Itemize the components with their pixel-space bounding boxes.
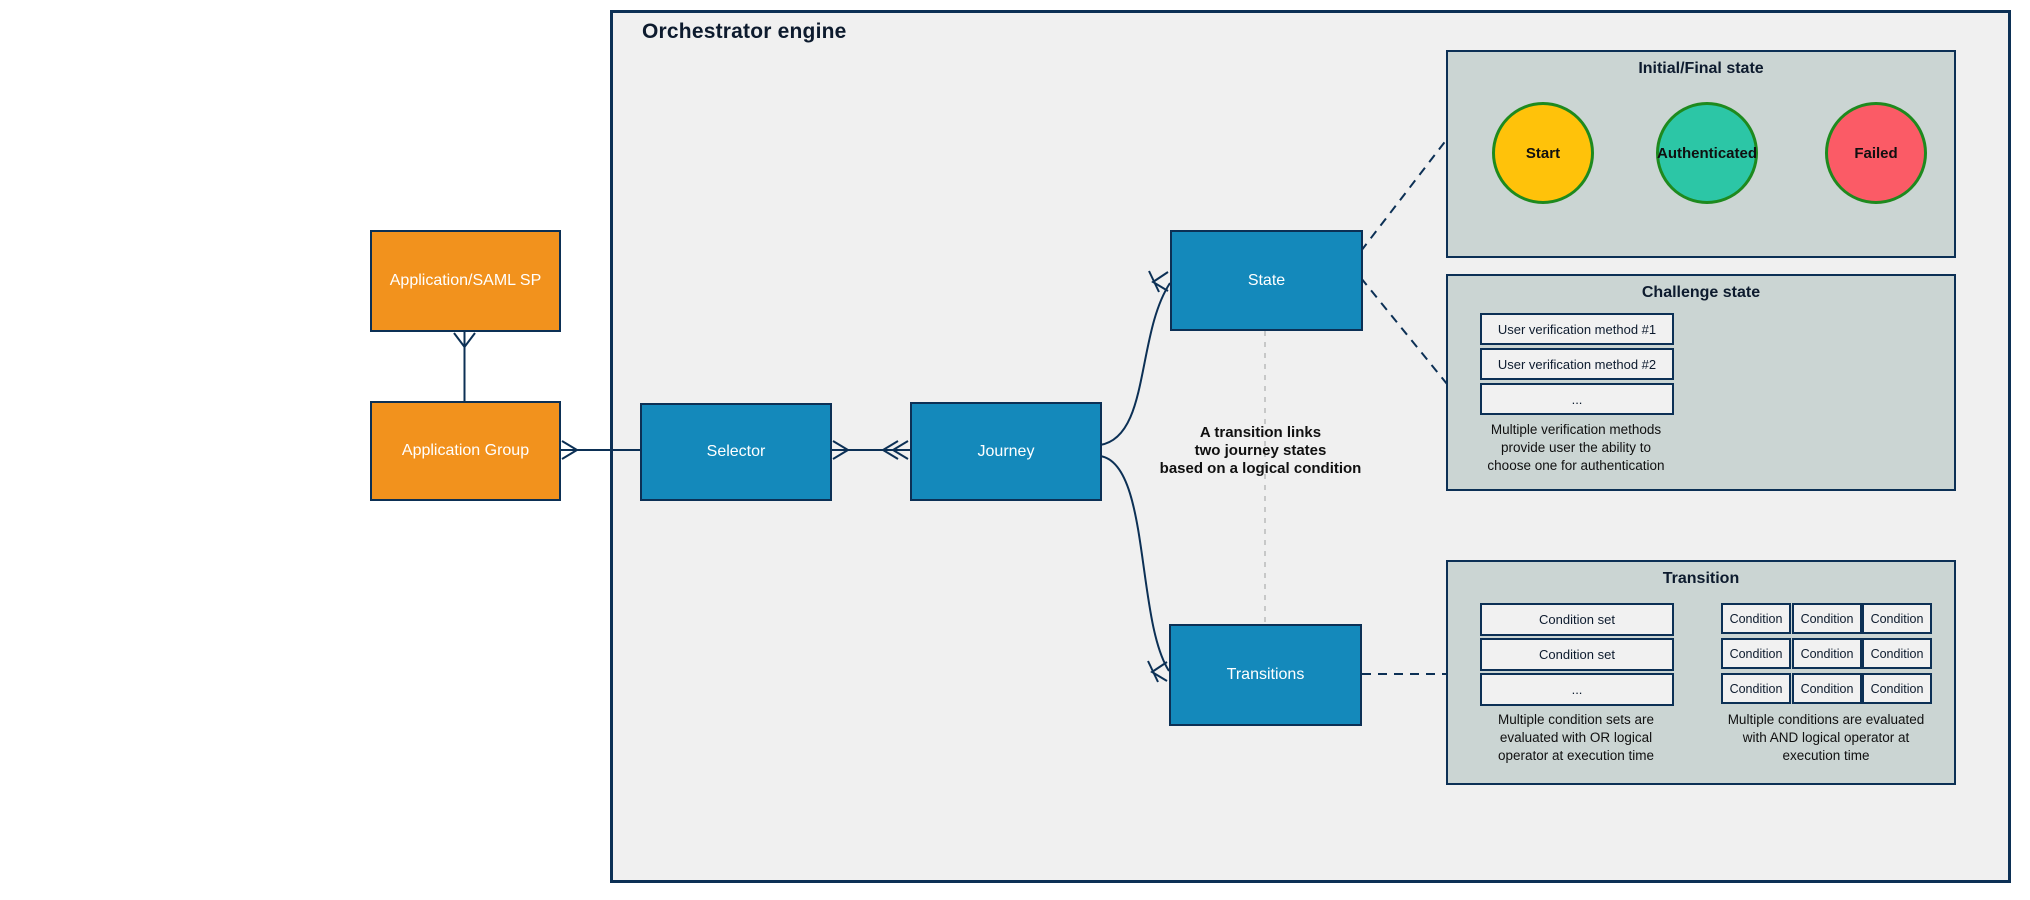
annotation-line: A transition links xyxy=(1199,424,1322,441)
condition-set-label: Condition set xyxy=(1539,612,1615,627)
condition-label: Condition xyxy=(1729,611,1783,626)
annotation-line: two journey states xyxy=(1194,442,1327,459)
condition-label: Condition xyxy=(1800,681,1854,696)
state-circle-label: Authenticated xyxy=(1657,144,1758,162)
panel-title: Initial/Final state xyxy=(1638,60,1764,77)
node-label: Selector xyxy=(706,443,766,460)
condition-label: Condition xyxy=(1870,611,1924,626)
condition-box: Condition xyxy=(1862,603,1932,634)
state-circle-failed: Failed xyxy=(1825,102,1927,204)
verification-method-label: User verification method #1 xyxy=(1497,321,1657,337)
condition-set-box: Condition set xyxy=(1480,603,1674,636)
verification-method-label: ... xyxy=(1571,391,1583,407)
node-selector: Selector xyxy=(640,403,832,501)
condition-set-label: Condition set xyxy=(1539,647,1615,662)
caption-line: provide user the ability to xyxy=(1500,440,1652,455)
panel-challenge-state: Challenge state xyxy=(1446,274,1956,491)
node-label: State xyxy=(1247,271,1286,289)
state-circle-authenticated: Authenticated xyxy=(1656,102,1758,204)
condition-label: Condition xyxy=(1729,681,1783,696)
condition-box: Condition xyxy=(1862,673,1932,704)
condition-set-box: ... xyxy=(1480,673,1674,706)
verification-method-box: User verification method #2 xyxy=(1480,348,1674,380)
condition-box: Condition xyxy=(1721,673,1791,704)
condition-box: Condition xyxy=(1721,603,1791,634)
condition-label: Condition xyxy=(1870,681,1924,696)
panel-transition: Transition xyxy=(1446,560,1956,785)
annotation-line: based on a logical condition xyxy=(1159,460,1362,477)
node-state: State xyxy=(1170,230,1363,331)
caption-line: operator at execution time xyxy=(1497,748,1655,763)
caption-line: with AND logical operator at xyxy=(1742,730,1910,745)
node-application-group: Application Group xyxy=(370,401,561,501)
challenge-caption: Multiple verification methods provide us… xyxy=(1461,421,1691,475)
condition-box: Condition xyxy=(1792,603,1862,634)
panel-title: Challenge state xyxy=(1641,284,1761,301)
condition-label: Condition xyxy=(1729,646,1783,661)
node-label: Transitions xyxy=(1226,666,1305,683)
caption-line: Multiple verification methods xyxy=(1490,422,1662,437)
node-label: Application/SAML SP xyxy=(389,272,542,289)
state-circle-start: Start xyxy=(1492,102,1594,204)
state-circle-label: Failed xyxy=(1854,144,1898,162)
caption-line: choose one for authentication xyxy=(1487,458,1665,473)
verification-method-label: User verification method #2 xyxy=(1497,356,1657,372)
condition-box: Condition xyxy=(1792,673,1862,704)
edge-appsaml-to-appgroup xyxy=(453,330,476,401)
caption-line: Multiple conditions are evaluated xyxy=(1727,712,1925,727)
or-caption: Multiple condition sets are evaluated wi… xyxy=(1461,711,1691,765)
node-label: Application Group xyxy=(401,442,530,459)
condition-label: Condition xyxy=(1870,646,1924,661)
node-label: Journey xyxy=(977,442,1035,460)
verification-method-box: ... xyxy=(1480,383,1674,415)
condition-box: Condition xyxy=(1862,638,1932,669)
condition-label: Condition xyxy=(1800,646,1854,661)
condition-label: Condition xyxy=(1800,611,1854,626)
condition-set-box: Condition set xyxy=(1480,638,1674,671)
caption-line: execution time xyxy=(1782,748,1870,763)
condition-box: Condition xyxy=(1792,638,1862,669)
condition-set-label: ... xyxy=(1571,682,1583,697)
condition-box: Condition xyxy=(1721,638,1791,669)
orchestrator-engine-title: Orchestrator engine xyxy=(642,20,847,43)
node-transitions: Transitions xyxy=(1169,624,1362,726)
transition-annotation: A transition links two journey states ba… xyxy=(1148,424,1373,478)
state-circle-label: Start xyxy=(1525,144,1561,162)
caption-line: Multiple condition sets are xyxy=(1497,712,1655,727)
panel-title: Transition xyxy=(1662,570,1740,587)
caption-line: evaluated with OR logical xyxy=(1499,730,1653,745)
and-caption: Multiple conditions are evaluated with A… xyxy=(1711,711,1941,765)
verification-method-box: User verification method #1 xyxy=(1480,313,1674,345)
node-journey: Journey xyxy=(910,402,1102,501)
node-application-saml-sp: Application/SAML SP xyxy=(370,230,561,332)
